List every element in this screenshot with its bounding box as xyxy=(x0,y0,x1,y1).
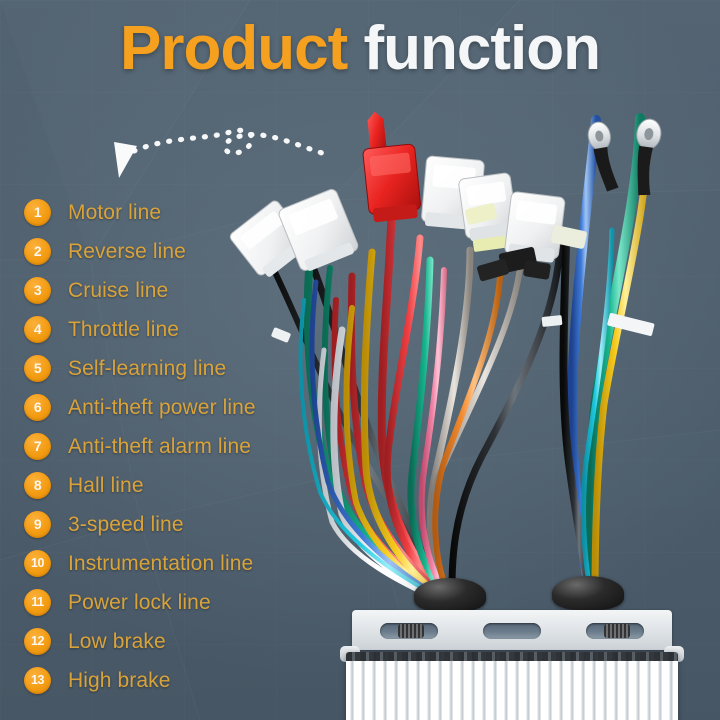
list-item[interactable]: 6 Anti-theft power line xyxy=(24,388,354,427)
list-item-label: Motor line xyxy=(68,200,162,224)
bracket-screw-left xyxy=(398,624,424,638)
list-item[interactable]: 13 High brake xyxy=(24,661,354,700)
list-number-badge: 10 xyxy=(24,550,51,577)
list-item-label: High brake xyxy=(68,668,171,692)
list-item-label: Self-learning line xyxy=(68,356,227,380)
list-number-badge: 3 xyxy=(24,277,51,304)
feature-list: 1 Motor line 2 Reverse line 3 Cruise lin… xyxy=(24,193,354,700)
dashed-curved-arrow-svg xyxy=(114,127,325,178)
list-item-label: Hall line xyxy=(68,473,144,497)
list-item-label: Anti-theft alarm line xyxy=(68,434,252,458)
motor-controller-device xyxy=(340,576,684,720)
list-number-badge: 13 xyxy=(24,667,51,694)
list-number-badge: 1 xyxy=(24,199,51,226)
list-item[interactable]: 2 Reverse line xyxy=(24,232,354,271)
list-number-badge: 11 xyxy=(24,589,51,616)
mounting-bracket xyxy=(352,610,672,650)
list-item[interactable]: 7 Anti-theft alarm line xyxy=(24,427,354,466)
list-item-label: Reverse line xyxy=(68,239,186,263)
controller-heatsink-body xyxy=(346,652,678,720)
page-title-plain: function xyxy=(347,14,600,83)
list-item[interactable]: 11 Power lock line xyxy=(24,583,354,622)
list-item-label: Low brake xyxy=(68,629,166,653)
list-number-badge: 6 xyxy=(24,394,51,421)
list-item[interactable]: 3 Cruise line xyxy=(24,271,354,310)
list-number-badge: 7 xyxy=(24,433,51,460)
bracket-screw-right xyxy=(604,624,630,638)
cable-grommet-left xyxy=(414,578,486,612)
controller-fin-gaps xyxy=(346,652,678,661)
cable-grommet-right xyxy=(552,576,624,610)
list-number-badge: 4 xyxy=(24,316,51,343)
list-item-label: Anti-theft power line xyxy=(68,395,256,419)
list-item-label: Instrumentation line xyxy=(68,551,254,575)
page-title-accent: Product xyxy=(120,14,348,83)
page-title: Product function xyxy=(0,18,720,80)
list-number-badge: 2 xyxy=(24,238,51,265)
list-number-badge: 9 xyxy=(24,511,51,538)
list-item[interactable]: 5 Self-learning line xyxy=(24,349,354,388)
list-number-badge: 8 xyxy=(24,472,51,499)
list-number-badge: 5 xyxy=(24,355,51,382)
bracket-slot-center xyxy=(483,623,541,639)
list-item-label: Throttle line xyxy=(68,317,180,341)
list-item[interactable]: 8 Hall line xyxy=(24,466,354,505)
list-item[interactable]: 12 Low brake xyxy=(24,622,354,661)
list-number-badge: 12 xyxy=(24,628,51,655)
list-item[interactable]: 4 Throttle line xyxy=(24,310,354,349)
list-item[interactable]: 9 3-speed line xyxy=(24,505,354,544)
list-item[interactable]: 1 Motor line xyxy=(24,193,354,232)
dashed-curved-arrow xyxy=(110,106,340,192)
list-item-label: Cruise line xyxy=(68,278,169,302)
list-item-label: Power lock line xyxy=(68,590,211,614)
list-item[interactable]: 10 Instrumentation line xyxy=(24,544,354,583)
list-item-label: 3-speed line xyxy=(68,512,184,536)
